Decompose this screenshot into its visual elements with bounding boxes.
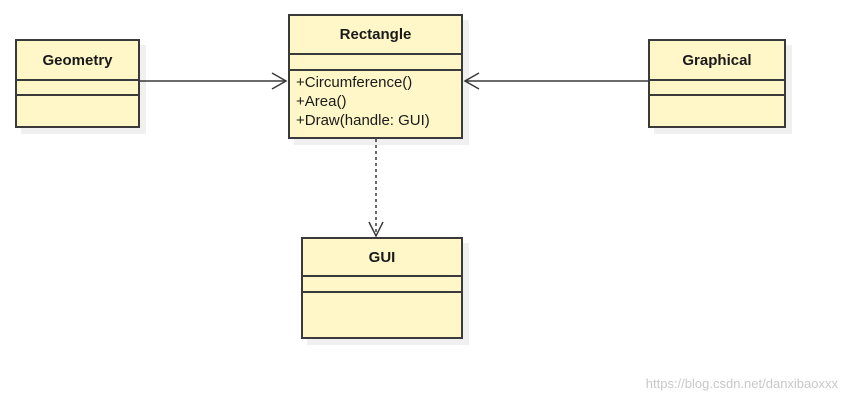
watermark: https://blog.csdn.net/danxibaoxxx <box>645 376 838 391</box>
graphical-to-rectangle-association <box>463 72 648 90</box>
class-attributes-compartment <box>650 81 784 96</box>
rectangle-to-gui-dependency <box>368 139 384 238</box>
class-operations-compartment: +Circumference() +Area() +Draw(handle: G… <box>290 71 461 130</box>
open-arrowhead-icon <box>368 221 384 238</box>
class-operations-compartment <box>303 293 461 295</box>
class-attributes-compartment <box>17 81 138 96</box>
class-attributes-compartment <box>303 277 461 293</box>
class-operations-compartment <box>17 96 138 98</box>
class-geometry[interactable]: Geometry <box>15 39 140 128</box>
class-graphical[interactable]: Graphical <box>648 39 786 128</box>
class-rectangle[interactable]: Rectangle +Circumference() +Area() +Draw… <box>288 14 463 139</box>
class-name: Graphical <box>650 41 784 81</box>
class-gui[interactable]: GUI <box>301 237 463 339</box>
class-attributes-compartment <box>290 55 461 71</box>
open-arrowhead-icon <box>271 72 288 90</box>
operation-area: +Area() <box>296 93 347 110</box>
class-operations-compartment <box>650 96 784 98</box>
geometry-to-rectangle-association <box>140 72 288 90</box>
operation-draw: +Draw(handle: GUI) <box>296 112 430 129</box>
class-name: GUI <box>303 239 461 277</box>
operation-circumference: +Circumference() <box>296 74 413 91</box>
class-name: Rectangle <box>290 16 461 55</box>
open-arrowhead-icon <box>463 72 480 90</box>
class-name: Geometry <box>17 41 138 81</box>
